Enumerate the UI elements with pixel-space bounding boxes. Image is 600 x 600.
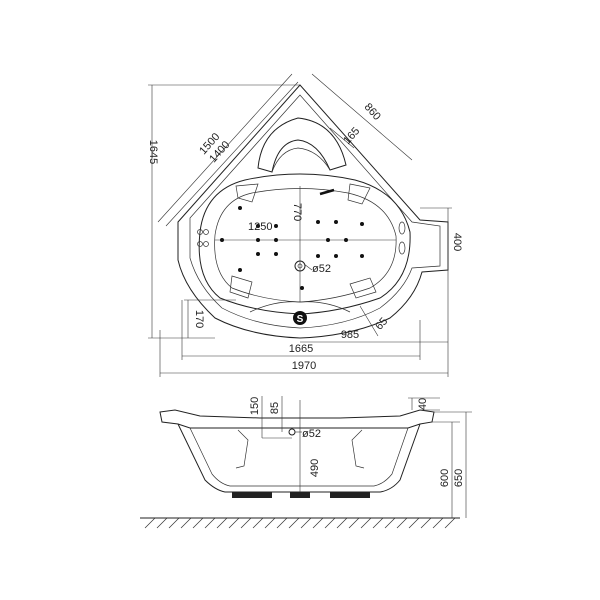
tub-rim-line [189,94,441,329]
jet [274,224,278,228]
jet [300,286,304,290]
tub-outer-outline [177,84,449,339]
side-dim-150-label: 150 [249,397,261,415]
jet [238,206,242,210]
drain-symbol-circle [293,311,307,325]
armrest-bottom-right [349,277,377,299]
side-dim-600-label: 600 [439,469,451,487]
overflow-slot [319,188,335,196]
jet [220,238,224,242]
dim-400-label: 400 [451,233,463,251]
side-foot-left [232,492,272,498]
jet [274,238,278,242]
dim-985-label: 985 [341,329,359,341]
dim-1645-label: 1645 [147,140,159,164]
armrest-top-left [235,183,259,203]
dim-1250-label: 1250 [248,221,272,233]
side-dim-40-label: 40 [417,398,429,410]
side-armrest-right [351,429,365,469]
dim-770-label: 770 [291,203,303,221]
drain-symbol-label: S [297,314,304,325]
jet [360,222,364,226]
side-view: 150 85 ø52 490 40 600 650 [140,396,472,529]
side-dim-650-label: 650 [453,469,465,487]
jet [256,224,260,228]
dim-line-860 [311,73,413,161]
dim-line-1400 [165,81,299,227]
jet [274,252,278,256]
jet [326,238,330,242]
side-controls-right [398,221,406,255]
side-dim-52-label: ø52 [302,428,321,440]
dim-line-165 [329,127,355,149]
side-armrest-left [235,429,249,469]
armrest-bottom-left [229,275,253,299]
dim-line-1500 [157,73,293,223]
side-drain [288,428,296,436]
drain-inner [297,263,303,269]
headrest-inner [271,147,331,173]
side-dim-490-label: 490 [309,459,321,477]
dim-170-label: 170 [193,310,205,328]
headrest [257,117,347,173]
side-foot-right [330,492,370,498]
jet [256,238,260,242]
plan-view: S 1645 1500 1400 860 165 770 1250 400 ø5… [147,73,463,377]
dim-52-label: ø52 [312,263,331,275]
jet [238,268,242,272]
side-foot-center [290,492,310,498]
drain-outer [294,260,306,272]
jet [360,254,364,258]
dim-1665-label: 1665 [289,343,313,355]
side-rim [159,409,435,429]
dim-line-65 [359,305,379,337]
jet [316,254,320,258]
jet [256,252,260,256]
dim-1970-label: 1970 [292,360,316,372]
jet [344,238,348,242]
jet-group [220,206,364,290]
side-dim-85-label: 85 [269,402,281,414]
jet [334,254,338,258]
dim-65-label: 65 [373,315,390,332]
jet [316,220,320,224]
side-controls-left [197,229,209,247]
floor-hatching [144,517,456,529]
basin-inner [214,188,397,303]
armrest-top-right [347,183,371,205]
dim-165-label: 165 [341,125,362,147]
side-body-inner [189,427,409,487]
jet [334,220,338,224]
dim-52-leader [303,263,313,271]
basin-outer [198,173,411,315]
